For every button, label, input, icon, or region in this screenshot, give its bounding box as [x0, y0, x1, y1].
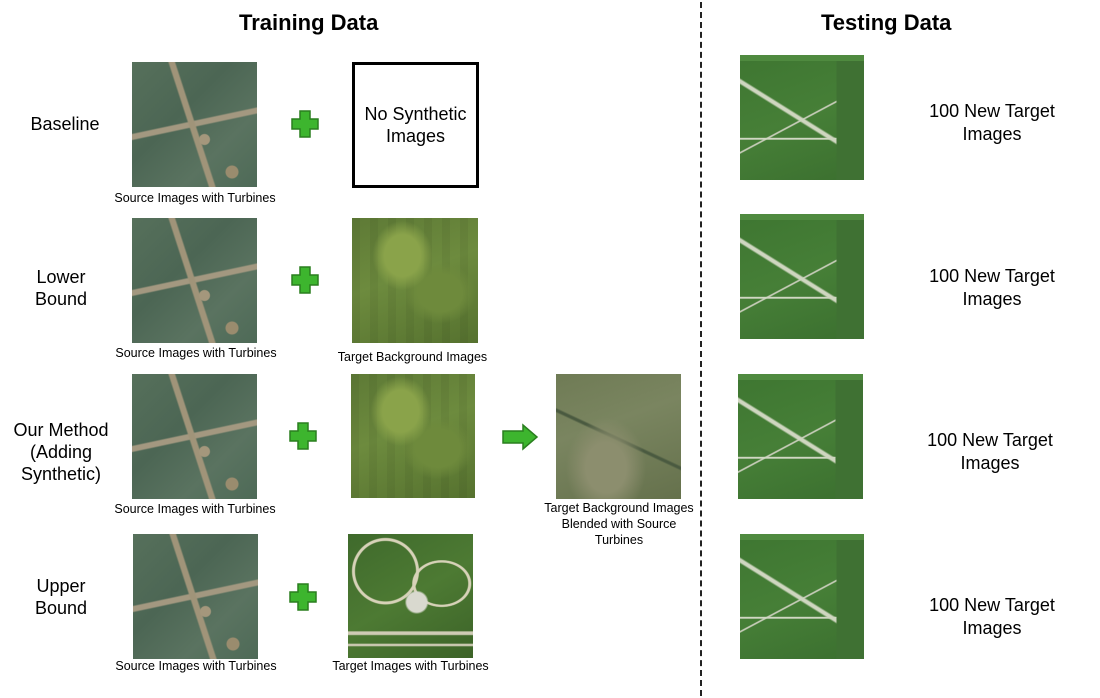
- plus-icon: [289, 583, 317, 611]
- test-image: [740, 534, 864, 659]
- source-caption: Source Images with Turbines: [115, 659, 277, 673]
- test-image: [740, 55, 864, 180]
- no-synthetic-images-box: No Synthetic Images: [352, 62, 479, 188]
- blended-caption: Target Background Images Blended with So…: [544, 501, 694, 547]
- test-image: [740, 214, 864, 339]
- plus-icon: [291, 266, 319, 294]
- row-label-baseline: Baseline: [30, 114, 100, 134]
- test-image: [738, 374, 863, 499]
- row-label-lower-bound: Lower Bound: [34, 267, 88, 309]
- source-image: [133, 534, 258, 659]
- test-count-label: 100 New Target Images: [929, 101, 1055, 144]
- test-count-label: 100 New Target Images: [929, 266, 1055, 309]
- target-images-caption: Target Images with Turbines: [332, 659, 489, 673]
- target-image-with-turbines: [348, 534, 473, 658]
- source-image: [132, 218, 257, 343]
- source-caption: Source Images with Turbines: [115, 346, 277, 360]
- training-data-title: Training Data: [239, 10, 379, 35]
- test-count-label: 100 New Target Images: [929, 595, 1055, 638]
- target-background-image: [352, 218, 478, 343]
- testing-data-title: Testing Data: [821, 10, 952, 35]
- section-divider: [700, 2, 702, 696]
- plus-icon: [291, 110, 319, 138]
- blended-image: [556, 374, 681, 499]
- test-count-label: 100 New Target Images: [927, 430, 1053, 473]
- plus-icon: [289, 422, 317, 450]
- row-label-our-method: Our Method (Adding Synthetic): [13, 420, 109, 484]
- target-background-caption: Target Background Images: [337, 350, 488, 364]
- target-background-image: [351, 374, 475, 498]
- row-label-upper-bound: Upper Bound: [34, 576, 88, 618]
- source-image: [132, 62, 257, 187]
- source-caption: Source Images with Turbines: [114, 191, 276, 205]
- source-image: [132, 374, 257, 499]
- source-caption: Source Images with Turbines: [114, 502, 276, 516]
- arrow-right-icon: [502, 423, 539, 451]
